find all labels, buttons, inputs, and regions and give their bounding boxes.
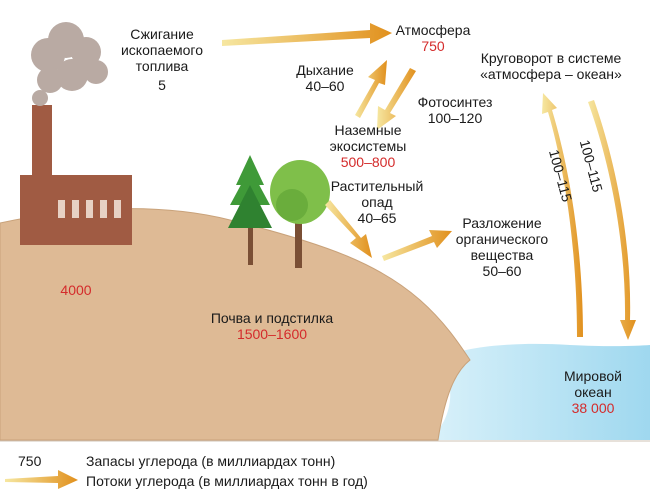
fossil-fuel-line-1: Сжигание [130,26,194,42]
litter-flow: 40–65 [357,210,397,226]
atmosphere-stock: 750 [421,38,445,54]
conifer-tree-icon [228,155,272,265]
ocean-label: Мировой океан 38 000 [553,368,633,416]
land-ecosystems-label: Наземные экосистемы 500–800 [318,122,418,170]
ocean-line-1: Мировой [564,368,622,384]
atmosphere-ocean-cycle-label: Круговорот в системе «атмосфера – океан» [462,50,640,82]
smoke-cloud-icon [31,22,108,106]
soil-label: Почва и подстилка 1500–1600 [192,310,352,342]
decomposition-flow: 50–60 [482,263,522,279]
ocean-line-2: океан [574,384,612,400]
legend-flow-arrow-icon [5,470,78,489]
atmosphere-name: Атмосфера [395,22,471,38]
factory-icon [20,105,132,245]
photosynthesis-flow: 100–120 [427,110,483,126]
land-ecosystems-line-2: экосистемы [329,138,407,154]
ocean-stock: 38 000 [571,400,615,416]
fossil-fuel-line-2: ископаемого [120,42,204,58]
decomposition-label: Разложение органического вещества 50–60 [446,215,558,279]
photosynthesis-arrow [377,68,416,130]
respiration-arrow [355,60,387,118]
atmosphere-ocean-cycle-line-2: «атмосфера – океан» [480,66,622,82]
ocean-release-arrow [542,93,583,337]
respiration-flow: 40–60 [305,78,345,94]
fossil-fuel-line-3: топлива [135,58,189,74]
litter-arrow [325,200,372,258]
soil-stock: 1500–1600 [236,326,308,342]
fossil-fuel-arrow [222,23,392,46]
decomposition-line-2: органического [455,231,549,247]
ocean-uptake-arrow [588,100,636,340]
land-ecosystems-stock: 500–800 [340,154,396,170]
respiration-label: Дыхание 40–60 [290,62,360,94]
fossil-stock-value: 4000 [60,282,92,298]
decomposition-line-1: Разложение [462,215,542,231]
photosynthesis-label: Фотосинтез 100–120 [410,94,500,126]
legend-stock-text: Запасы углерода (в миллиардах тонн) [86,453,336,469]
ocean-area [430,343,650,440]
legend-flow-text: Потоки углерода (в миллиардах тонн в год… [86,473,368,489]
litter-line-2: опад [361,194,393,210]
soil-name: Почва и подстилка [210,310,334,326]
photosynthesis-name: Фотосинтез [417,94,493,110]
respiration-name: Дыхание [296,62,354,78]
litter-line-1: Растительный [330,178,424,194]
deciduous-tree-icon [270,160,330,268]
flow-arrows [222,23,636,340]
atmosphere-ocean-cycle-line-1: Круговорот в системе [480,50,622,66]
fossil-fuel-flow: 5 [158,77,166,93]
decomposition-arrow [382,230,452,261]
legend-stock-sample: 750 [18,453,42,469]
decomposition-line-3: вещества [470,247,534,263]
atmosphere-label: Атмосфера 750 [383,22,483,54]
land-ecosystems-line-1: Наземные [334,122,402,138]
fossil-fuel-label: Сжигание ископаемого топлива 5 [112,26,212,93]
litter-label: Растительный опад 40–65 [322,178,432,226]
